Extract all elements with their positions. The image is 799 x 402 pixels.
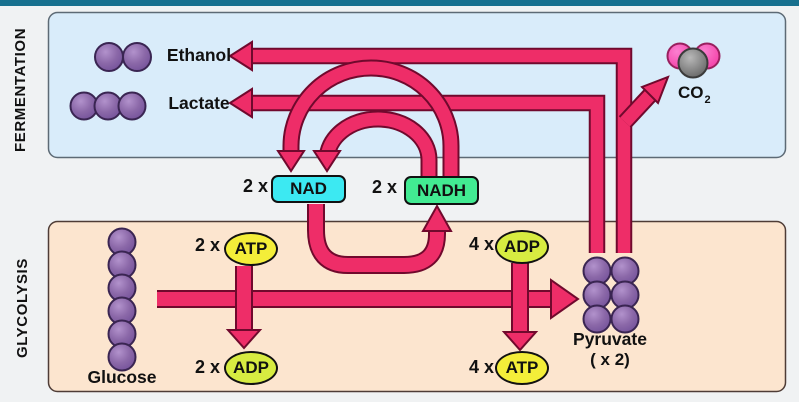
adp-payoff-oval: ADP [495,230,549,264]
ethanol-molecule [94,42,152,72]
lactate-label: Lactate [168,93,230,113]
glucose-molecule [107,227,137,372]
atp-payoff-multiplier: 4 x [468,357,494,377]
arrow-nad-to-nadh-return [307,203,453,274]
glycolysis-section-label: GLYCOLYSIS [13,258,31,358]
arrow-nadh-to-nad-outer [276,59,460,183]
co2-molecule [666,42,721,79]
fermentation-section-label: FERMENTATION [11,27,29,153]
nadh-box: NADH [404,176,479,205]
co2-base-text: CO [678,83,704,102]
arrow-adp-to-atp [501,263,539,352]
adp-payoff-label: ADP [504,237,540,256]
arrow-pyruvate-to-ethanol [228,40,633,253]
co2-label: CO2 [678,83,711,106]
lactate-molecule [69,91,147,121]
adp-invest-multiplier: 2 x [194,357,220,377]
nad-multiplier: 2 x [242,176,268,196]
glucose-label: Glucose [87,367,157,387]
pyruvate-molecule [582,256,640,334]
pyruvate-label: Pyruvate [573,329,647,349]
top-accent-bar [0,0,799,6]
adp-invest-oval: ADP [224,351,278,385]
atp-invest-label: ATP [234,239,268,258]
arrow-atp-to-adp [225,266,263,350]
arrow-pyruvate-to-lactate [228,87,606,253]
nad-label: NAD [290,179,327,198]
arrow-glucose-to-pyruvate [157,278,580,320]
atp-payoff-label: ATP [505,358,539,377]
nadh-label: NADH [416,180,467,200]
arrow-co2-branch [618,75,670,128]
adp-payoff-multiplier: 4 x [468,234,494,254]
co2-subscript: 2 [704,94,711,106]
atp-invest-multiplier: 2 x [194,235,220,255]
ethanol-label: Ethanol [166,45,232,65]
atp-invest-oval: ATP [224,232,278,266]
nad-box: NAD [271,175,346,203]
pyruvate-count-label: ( x 2) [590,350,630,369]
nadh-multiplier: 2 x [371,177,397,197]
arrow-nadh-to-nad-inner [312,110,438,185]
adp-invest-label: ADP [233,358,269,377]
atp-payoff-oval: ATP [495,351,549,385]
